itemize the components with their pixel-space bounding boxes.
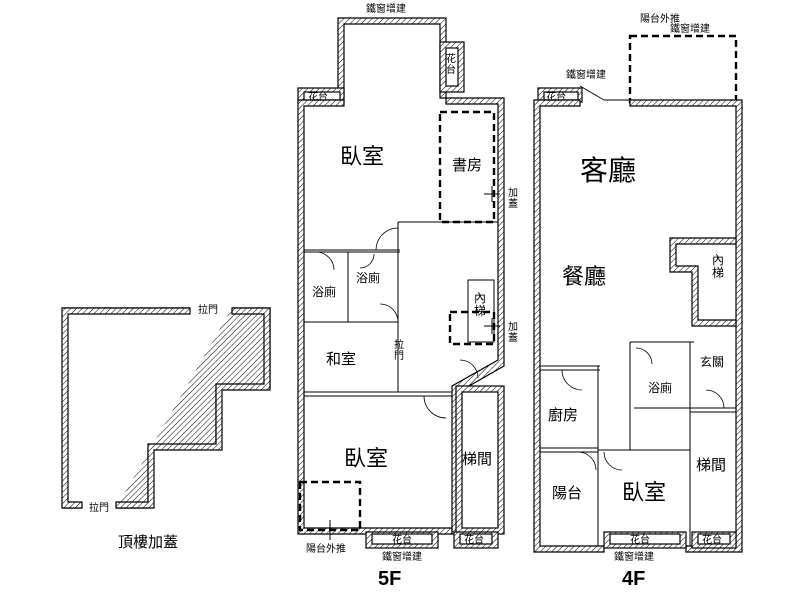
floor5-label: 5F xyxy=(378,568,401,590)
floor4-dining-room: 餐廳 xyxy=(562,265,606,290)
floor5-planter-bottom-right: 花台 xyxy=(464,533,484,546)
floor5-bath-2: 浴廁 xyxy=(356,270,380,285)
floor5-planter-left: 花台 xyxy=(308,90,328,103)
floor5-study: 書房 xyxy=(452,156,482,174)
floor4-stairwell: 梯間 xyxy=(696,456,726,474)
floor5-extension-2: 加蓋 xyxy=(508,321,518,344)
floor5-outer-wall xyxy=(297,99,453,535)
floor5-iron-window-bottom: 鐵窗增建 xyxy=(382,550,422,563)
floor-4-plan: 陽台外推 鐵窗增建 鐵窗增建 花台 客廳 餐廳 內梯 玄關 浴廁 廚房 陽台 臥… xyxy=(533,12,743,590)
floor5-planter-bottom: 花台 xyxy=(392,533,412,546)
floor5-inner-stair-extension-outline xyxy=(448,310,496,346)
rooftop-door-top: 拉門 xyxy=(198,303,218,316)
rooftop-plan: 拉門 拉門 頂樓加蓋 xyxy=(61,303,271,551)
floor5-balcony-push: 陽台外推 xyxy=(306,542,346,555)
floor4-planter-top: 花台 xyxy=(546,90,566,103)
rooftop-outer-wall xyxy=(61,307,191,509)
floor4-outer-wall xyxy=(533,99,605,553)
floor4-bath: 浴廁 xyxy=(648,380,672,395)
floor5-iron-window-top: 鐵窗增建 xyxy=(366,2,406,15)
floor5-sliding-door: 拉門 xyxy=(394,338,404,362)
floor4-bedroom: 臥室 xyxy=(622,481,666,506)
floor4-inner-stair-wall xyxy=(669,237,737,327)
rooftop-title: 頂樓加蓋 xyxy=(118,533,178,551)
floor5-top-protrusion-wall xyxy=(337,17,447,99)
floor4-kitchen: 廚房 xyxy=(548,406,578,424)
floor4-inner-stair: 內梯 xyxy=(712,253,724,280)
floor4-iron-window-bottom: 鐵窗增建 xyxy=(614,550,654,563)
floor4-balcony-push-outline xyxy=(628,34,738,104)
floor5-extension-1: 加蓋 xyxy=(508,187,518,210)
rooftop-door-bottom: 拉門 xyxy=(89,501,109,514)
floor4-living-room: 客廳 xyxy=(580,154,636,187)
floor5-stairwell: 梯間 xyxy=(462,450,492,468)
floor4-iron-window-left: 鐵窗增建 xyxy=(566,68,606,81)
floor5-japanese-room: 和室 xyxy=(326,350,356,368)
floor4-balcony-push: 陽台外推 xyxy=(640,12,680,25)
floor5-bedroom-bottom: 臥室 xyxy=(344,447,388,472)
floor4-entrance: 玄關 xyxy=(700,354,724,369)
floor4-planter-bottom: 花台 xyxy=(630,533,650,546)
floor4-iron-window-top-right: 鐵窗增建 xyxy=(670,22,710,35)
floor4-planter-bottom-right: 花台 xyxy=(702,533,722,546)
floor5-bath-1: 浴廁 xyxy=(312,284,336,299)
floor4-balcony: 陽台 xyxy=(552,484,582,502)
floor5-study-extension-outline xyxy=(438,110,496,224)
floor5-planter-top: 花台 xyxy=(446,52,456,76)
floor4-label: 4F xyxy=(622,568,645,590)
floor5-bedroom-top: 臥室 xyxy=(340,145,384,170)
rooftop-wall xyxy=(62,307,271,509)
floor5-inner-stair: 內梯 xyxy=(474,291,486,318)
floor-5-plan: 鐵窗增建 花台 花台 臥室 書房 加蓋 加蓋 浴廁 浴廁 內梯 和室 拉門 臥室… xyxy=(297,2,518,590)
rooftop-outer-wall-right xyxy=(115,307,271,509)
